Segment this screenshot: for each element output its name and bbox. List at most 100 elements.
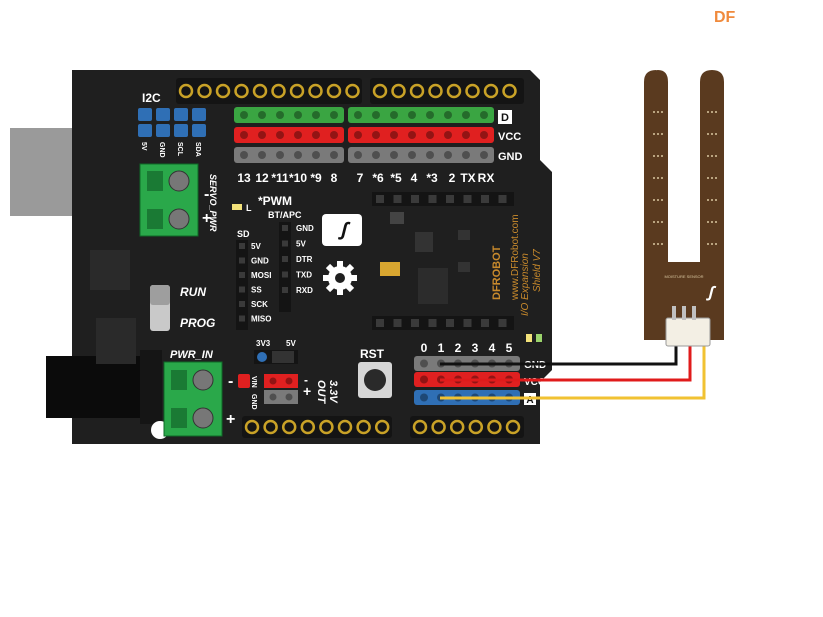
sensor-trace-dot (661, 177, 663, 179)
header-pin (319, 419, 334, 435)
shield-name-line1: I/O Expansion (520, 253, 531, 316)
header-pin (376, 195, 384, 203)
led-l-label: L (246, 203, 252, 213)
sensor-trace-dot (661, 221, 663, 223)
header-pin (312, 131, 320, 139)
v3v3-label: 3V3 (256, 339, 271, 348)
dc-jack (46, 356, 142, 418)
sensor-trace-dot (715, 155, 717, 157)
header-pin (393, 319, 402, 327)
board-chip (418, 268, 448, 304)
analog-pin-number: 4 (489, 341, 496, 355)
header-pin (271, 83, 286, 99)
digital-header-row (348, 127, 494, 143)
header-pin (428, 319, 437, 327)
header-pin (263, 419, 278, 435)
board-chip-shadow (90, 250, 130, 290)
df-watermark: DF (714, 9, 736, 26)
sensor-trace-dot (715, 133, 717, 135)
digital-pin-number: 2 (449, 171, 456, 185)
d-badge (498, 110, 512, 124)
dfrobot-logo-box (322, 214, 362, 246)
header-pin (446, 319, 454, 327)
header-pin (312, 151, 320, 159)
header-pin (426, 131, 434, 139)
header-pin (354, 131, 362, 139)
moisture-sensor: MOISTURE SENSOR ꭍ (644, 70, 724, 347)
capacitor (380, 262, 400, 276)
header-pin (412, 419, 428, 435)
sensor-trace-dot (657, 111, 659, 113)
status-led (536, 334, 542, 342)
wire-signal (440, 340, 706, 400)
header-pin (390, 111, 398, 119)
sensor-trace-dot (661, 111, 663, 113)
sensor-trace-dot (653, 243, 655, 245)
pwm-note: *PWM (258, 194, 292, 208)
top-header-left (176, 78, 362, 104)
out33-gnd-row (264, 390, 298, 404)
connector-pin (692, 306, 696, 320)
rst-label: RST (360, 347, 385, 361)
status-led (526, 334, 532, 342)
sd-pin-label: MISO (251, 315, 271, 324)
header-pin (465, 83, 480, 99)
small-chip (458, 230, 470, 240)
sensor-trace-dot (653, 221, 655, 223)
board-chip-shadow (96, 318, 136, 364)
header-pin (330, 111, 338, 119)
terminal-screw (192, 369, 214, 391)
digital-header-row (234, 127, 344, 143)
out33-out-label: OUT (315, 380, 327, 405)
header-pin (330, 151, 338, 159)
header-pin (444, 151, 452, 159)
digital-pin-number: *11 (271, 171, 289, 185)
reset-button-cap (364, 369, 386, 391)
sensor-trace-dot (653, 155, 655, 157)
header-pin (308, 83, 323, 99)
d-row-label: D (501, 112, 509, 124)
sd-pin (239, 315, 245, 322)
digital-pin-number: 8 (331, 171, 338, 185)
sd-pin-label: 5V (251, 242, 261, 251)
sd-pin-label: GND (251, 257, 269, 266)
wire-gnd (440, 340, 678, 366)
header-pin (411, 195, 419, 203)
digital-header-row (234, 147, 344, 163)
header-pin (294, 111, 302, 119)
sensor-trace-dot (707, 155, 709, 157)
i2c-pin-label: 5V (140, 142, 147, 151)
sensor-trace-dot (707, 199, 709, 201)
bt-pin-label: TXD (296, 271, 312, 280)
out-plus-label: + (303, 383, 311, 399)
header-pin (289, 83, 305, 99)
analog-pin-number: 2 (455, 341, 462, 355)
header-pin (372, 83, 388, 99)
header-pin (409, 83, 425, 99)
sd-pin (239, 272, 245, 278)
side-url: www.DFRobot.com (510, 214, 521, 301)
header-pin (285, 393, 293, 401)
sensor-trace-dot (657, 133, 659, 135)
digital-pin-number: *9 (310, 171, 322, 185)
bottom-header-right (410, 416, 524, 438)
i2c-pin (156, 124, 170, 137)
header-pin (463, 195, 472, 203)
vcc-row-label: VCC (498, 131, 521, 143)
sensor-trace-dot (715, 111, 717, 113)
header-pin (240, 131, 248, 139)
header-pin (480, 151, 488, 159)
sensor-trace-dot (653, 133, 655, 135)
header-pin (462, 111, 470, 119)
bt-pin (282, 271, 288, 278)
header-pin (376, 319, 384, 327)
i2c-header (138, 108, 206, 137)
header-pin (390, 151, 398, 159)
sensor-trace-dot (661, 155, 663, 157)
header-pin (294, 151, 302, 159)
sensor-label: MOISTURE SENSOR (664, 274, 703, 279)
